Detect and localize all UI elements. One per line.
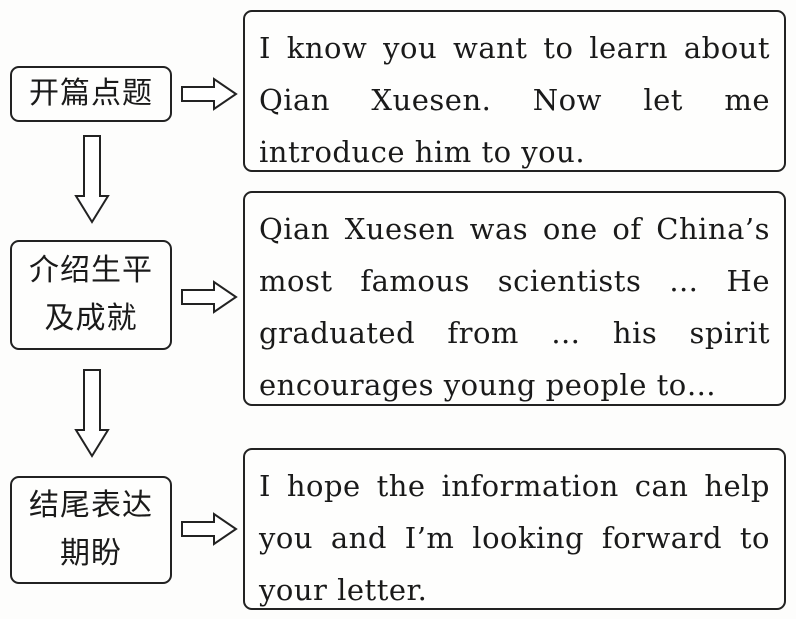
- step-3-text-box: I hope the information can help you and …: [243, 448, 786, 610]
- step-1-label-box: 开篇点题: [10, 66, 172, 122]
- step-3-text: I hope the information can help you and …: [259, 469, 770, 607]
- step-2-label: 介绍生平 及成就: [29, 253, 153, 336]
- step-1-text: I know you want to learn about Qian Xues…: [259, 31, 770, 169]
- step-1-label: 开篇点题: [29, 76, 153, 111]
- right-arrow-icon: [181, 280, 238, 314]
- step-2-text: Qian Xuesen was one of China’s most famo…: [259, 212, 770, 402]
- step-3-label-box: 结尾表达 期盼: [10, 476, 172, 584]
- step-3-label: 结尾表达 期盼: [29, 488, 153, 571]
- down-arrow-icon: [74, 369, 110, 458]
- step-2-text-box: Qian Xuesen was one of China’s most famo…: [243, 191, 786, 406]
- step-2-label-box: 介绍生平 及成就: [10, 240, 172, 350]
- step-1-text-box: I know you want to learn about Qian Xues…: [243, 10, 786, 172]
- down-arrow-icon: [74, 135, 110, 224]
- right-arrow-icon: [181, 512, 238, 546]
- right-arrow-icon: [181, 77, 238, 111]
